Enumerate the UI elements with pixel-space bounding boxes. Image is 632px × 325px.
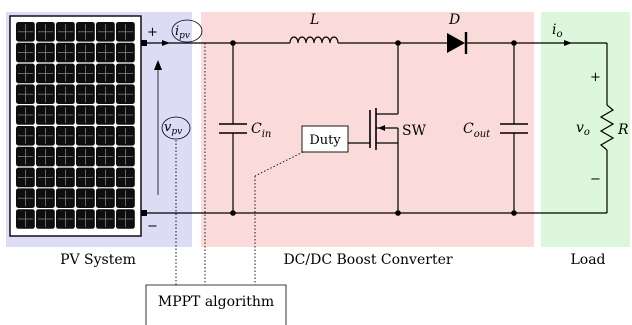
io-label-main: i bbox=[552, 22, 556, 38]
diode-label: D bbox=[448, 12, 460, 28]
vpv-circle bbox=[161, 116, 191, 140]
ipv-circle bbox=[171, 19, 203, 43]
pv-region-label: PV System bbox=[60, 252, 136, 268]
cin-label-main: C bbox=[251, 121, 262, 137]
sw-label: SW bbox=[402, 123, 427, 139]
junction-sw-top bbox=[395, 40, 401, 46]
io-label: io bbox=[552, 22, 563, 40]
vo-label-sub: o bbox=[584, 127, 590, 138]
io-arrow bbox=[564, 40, 572, 46]
vo-label: vo bbox=[576, 120, 590, 138]
cout-label-sub: out bbox=[474, 129, 491, 140]
pv-cell-grid bbox=[16, 22, 135, 229]
converter-region bbox=[201, 12, 534, 247]
mppt-box bbox=[145, 284, 287, 325]
vpv-arrowhead bbox=[154, 60, 162, 70]
junction-sw-bottom bbox=[395, 210, 401, 216]
pv-plus-sign: + bbox=[147, 25, 158, 40]
ipv-arrow bbox=[162, 40, 170, 46]
duty-label: Duty bbox=[309, 133, 341, 148]
duty-box bbox=[301, 125, 349, 153]
vpv-label-sub: pv bbox=[171, 127, 182, 137]
diode-triangle bbox=[447, 33, 465, 53]
inductor-label: L bbox=[309, 12, 319, 28]
resistor bbox=[599, 104, 615, 151]
cin-label-sub: in bbox=[262, 129, 272, 140]
mppt-label: MPPT algorithm bbox=[158, 294, 274, 310]
ipv-label: ipv bbox=[175, 24, 190, 41]
pv-minus-sign: − bbox=[147, 219, 158, 234]
junction-cout-bottom bbox=[511, 210, 517, 216]
cout-label: Cout bbox=[463, 121, 491, 140]
junction-cout-top bbox=[511, 40, 517, 46]
pv-panel bbox=[9, 15, 142, 237]
pv-terminal-minus bbox=[141, 210, 147, 216]
inductor bbox=[289, 36, 339, 44]
io-label-sub: o bbox=[556, 29, 562, 40]
ipv-label-sub: pv bbox=[179, 31, 190, 41]
load-region-label: Load bbox=[570, 252, 605, 268]
vpv-label: vpv bbox=[164, 120, 182, 137]
load-region bbox=[541, 12, 630, 247]
junction-cin-top bbox=[230, 40, 236, 46]
converter-region-label: DC/DC Boost Converter bbox=[283, 252, 452, 268]
ipv-label-main: i bbox=[175, 24, 179, 39]
load-minus-sign: − bbox=[590, 172, 601, 187]
cout-label-main: C bbox=[463, 121, 474, 137]
junction-cin-bottom bbox=[230, 210, 236, 216]
load-plus-sign: + bbox=[590, 70, 601, 85]
vo-label-main: v bbox=[576, 120, 584, 136]
pv-terminal-plus bbox=[141, 40, 147, 46]
vpv-label-main: v bbox=[164, 120, 172, 135]
sw-body-arrow bbox=[378, 125, 385, 131]
cin-label: Cin bbox=[251, 121, 271, 140]
resistor-label: R bbox=[617, 122, 629, 138]
